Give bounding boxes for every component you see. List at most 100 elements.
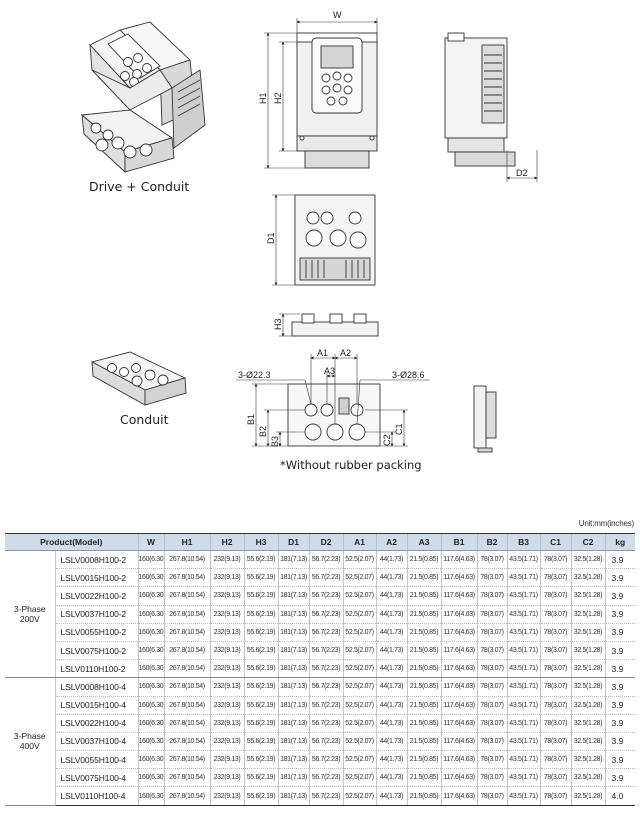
dimension-cell: 181(7.13) [277,732,310,752]
model-cell: LSLV0008H100-4 [54,677,139,697]
dim-label-c2: C2 [382,434,392,446]
dimension-cell: 52.5(2.07) [342,605,377,624]
model-cell: LSLV0110H100-2 [54,659,139,679]
dimension-cell: 78(3.07) [539,623,572,642]
header-h3: H3 [243,533,279,551]
dimension-cell: 181(7.13) [277,641,310,661]
dimension-cell: 232(9.13) [209,786,245,806]
model-cell: LSLV0008H100-2 [54,550,139,570]
dimension-cell: 21.5(0.85) [406,786,442,806]
header-h2: H2 [209,533,245,551]
dimension-cell: 232(9.13) [209,732,245,752]
dimension-cell: 52.5(2.07) [342,586,377,606]
weight-cell: 3.9 [604,750,636,770]
weight-cell: 4.0 [604,786,636,806]
dimension-cell: 56.7(2.23) [308,696,344,715]
dimension-cell: 181(7.13) [277,605,310,624]
dimension-cell: 78(3.07) [539,696,572,715]
dim-label-c1: C1 [394,423,404,435]
dimension-cell: 267.8(10.54) [163,786,211,806]
dimension-cell: 78(3.07) [476,768,508,788]
dimension-cell: 78(3.07) [539,659,572,679]
dimension-cell: 181(7.13) [277,750,310,770]
dimension-cell: 21.5(0.85) [406,659,442,679]
weight-cell: 3.9 [604,677,636,697]
dimension-cell: 232(9.13) [209,714,245,733]
dimension-cell: 44(1.73) [375,750,408,770]
dimension-cell: 21.5(0.85) [406,623,442,642]
header-d1: D1 [277,533,310,551]
dimension-cell: 232(9.13) [209,605,245,624]
header-b2: B2 [476,533,508,551]
dimension-cell: 267.8(10.54) [163,714,211,733]
dimension-cell: 52.5(2.07) [342,786,377,806]
dimension-cell: 181(7.13) [277,714,310,733]
dimension-cell: 181(7.13) [277,550,310,570]
dimension-cell: 21.5(0.85) [406,768,442,788]
dimension-cell: 21.5(0.85) [406,750,442,770]
dimension-cell: 181(7.13) [277,568,310,588]
dimension-cell: 52.5(2.07) [342,641,377,661]
dimension-cell: 44(1.73) [375,714,408,733]
dimension-cell: 32.5(1.28) [570,750,606,770]
dimension-cell: 78(3.07) [539,677,572,697]
dimension-cell: 52.5(2.07) [342,568,377,588]
dimension-cell: 55.6(2.19) [243,623,279,642]
dim-label-b1: B1 [246,414,256,425]
dimension-cell: 55.6(2.19) [243,586,279,606]
dimension-cell: 44(1.73) [375,732,408,752]
dimension-cell: 44(1.73) [375,696,408,715]
model-cell: LSLV0075H100-2 [54,641,139,661]
model-cell: LSLV0037H100-4 [54,732,139,752]
conduit-plate-drawing [287,383,381,447]
dimension-cell: 44(1.73) [375,677,408,697]
drive-isometric-illustration [80,21,206,174]
dim-label-h1: H1 [258,92,268,104]
dim-label-a2: A2 [340,348,351,358]
header-kg: kg [604,533,636,551]
conduit-plate-dimensions [236,354,430,447]
header-c1: C1 [539,533,572,551]
dimension-cell: 117.6(4.63) [440,659,478,679]
dimension-cell: 181(7.13) [277,659,310,679]
model-cell: LSLV0110H100-4 [54,786,139,806]
dimension-cell: 56.7(2.23) [308,568,344,588]
dim-label-hole-large: 3-Ø28.6 [392,370,425,380]
dimension-cell: 55.6(2.19) [243,732,279,752]
dimension-cell: 181(7.13) [277,586,310,606]
dimension-cell: 44(1.73) [375,641,408,661]
dimension-cell: 267.8(10.54) [163,659,211,679]
dimension-cell: 267.8(10.54) [163,732,211,752]
h3-dimension [279,313,300,337]
dimension-cell: 267.8(10.54) [163,568,211,588]
header-b1: B1 [440,533,478,551]
dimension-cell: 52.5(2.07) [342,677,377,697]
dimension-cell: 21.5(0.85) [406,586,442,606]
dimension-cell: 52.5(2.07) [342,750,377,770]
weight-cell: 3.9 [604,714,636,733]
model-cell: LSLV0037H100-2 [54,605,139,624]
dimension-cell: 78(3.07) [476,714,508,733]
dimension-cell: 56.7(2.23) [308,732,344,752]
dimension-cell: 78(3.07) [476,623,508,642]
dim-label-a3: A3 [324,366,335,376]
model-cell: LSLV0055H100-2 [54,623,139,642]
technical-drawings: W H1 H2 D2 D1 [80,10,538,453]
dimension-cell: 78(3.07) [476,586,508,606]
dimension-cell: 32.5(1.28) [570,768,606,788]
conduit-isometric-illustration [90,351,187,406]
unit-label: Unit:mm(inches) [578,519,634,528]
dimension-cell: 21.5(0.85) [406,550,442,570]
dim-label-b2: B2 [258,426,268,437]
dimension-cell: 117.6(4.63) [440,605,478,624]
dimension-cell: 78(3.07) [476,550,508,570]
dimension-cell: 55.6(2.19) [243,677,279,697]
dimension-cell: 181(7.13) [277,623,310,642]
phase-group-label: 3-Phase 400V [5,677,55,806]
dimension-cell: 32.5(1.28) [570,696,606,715]
